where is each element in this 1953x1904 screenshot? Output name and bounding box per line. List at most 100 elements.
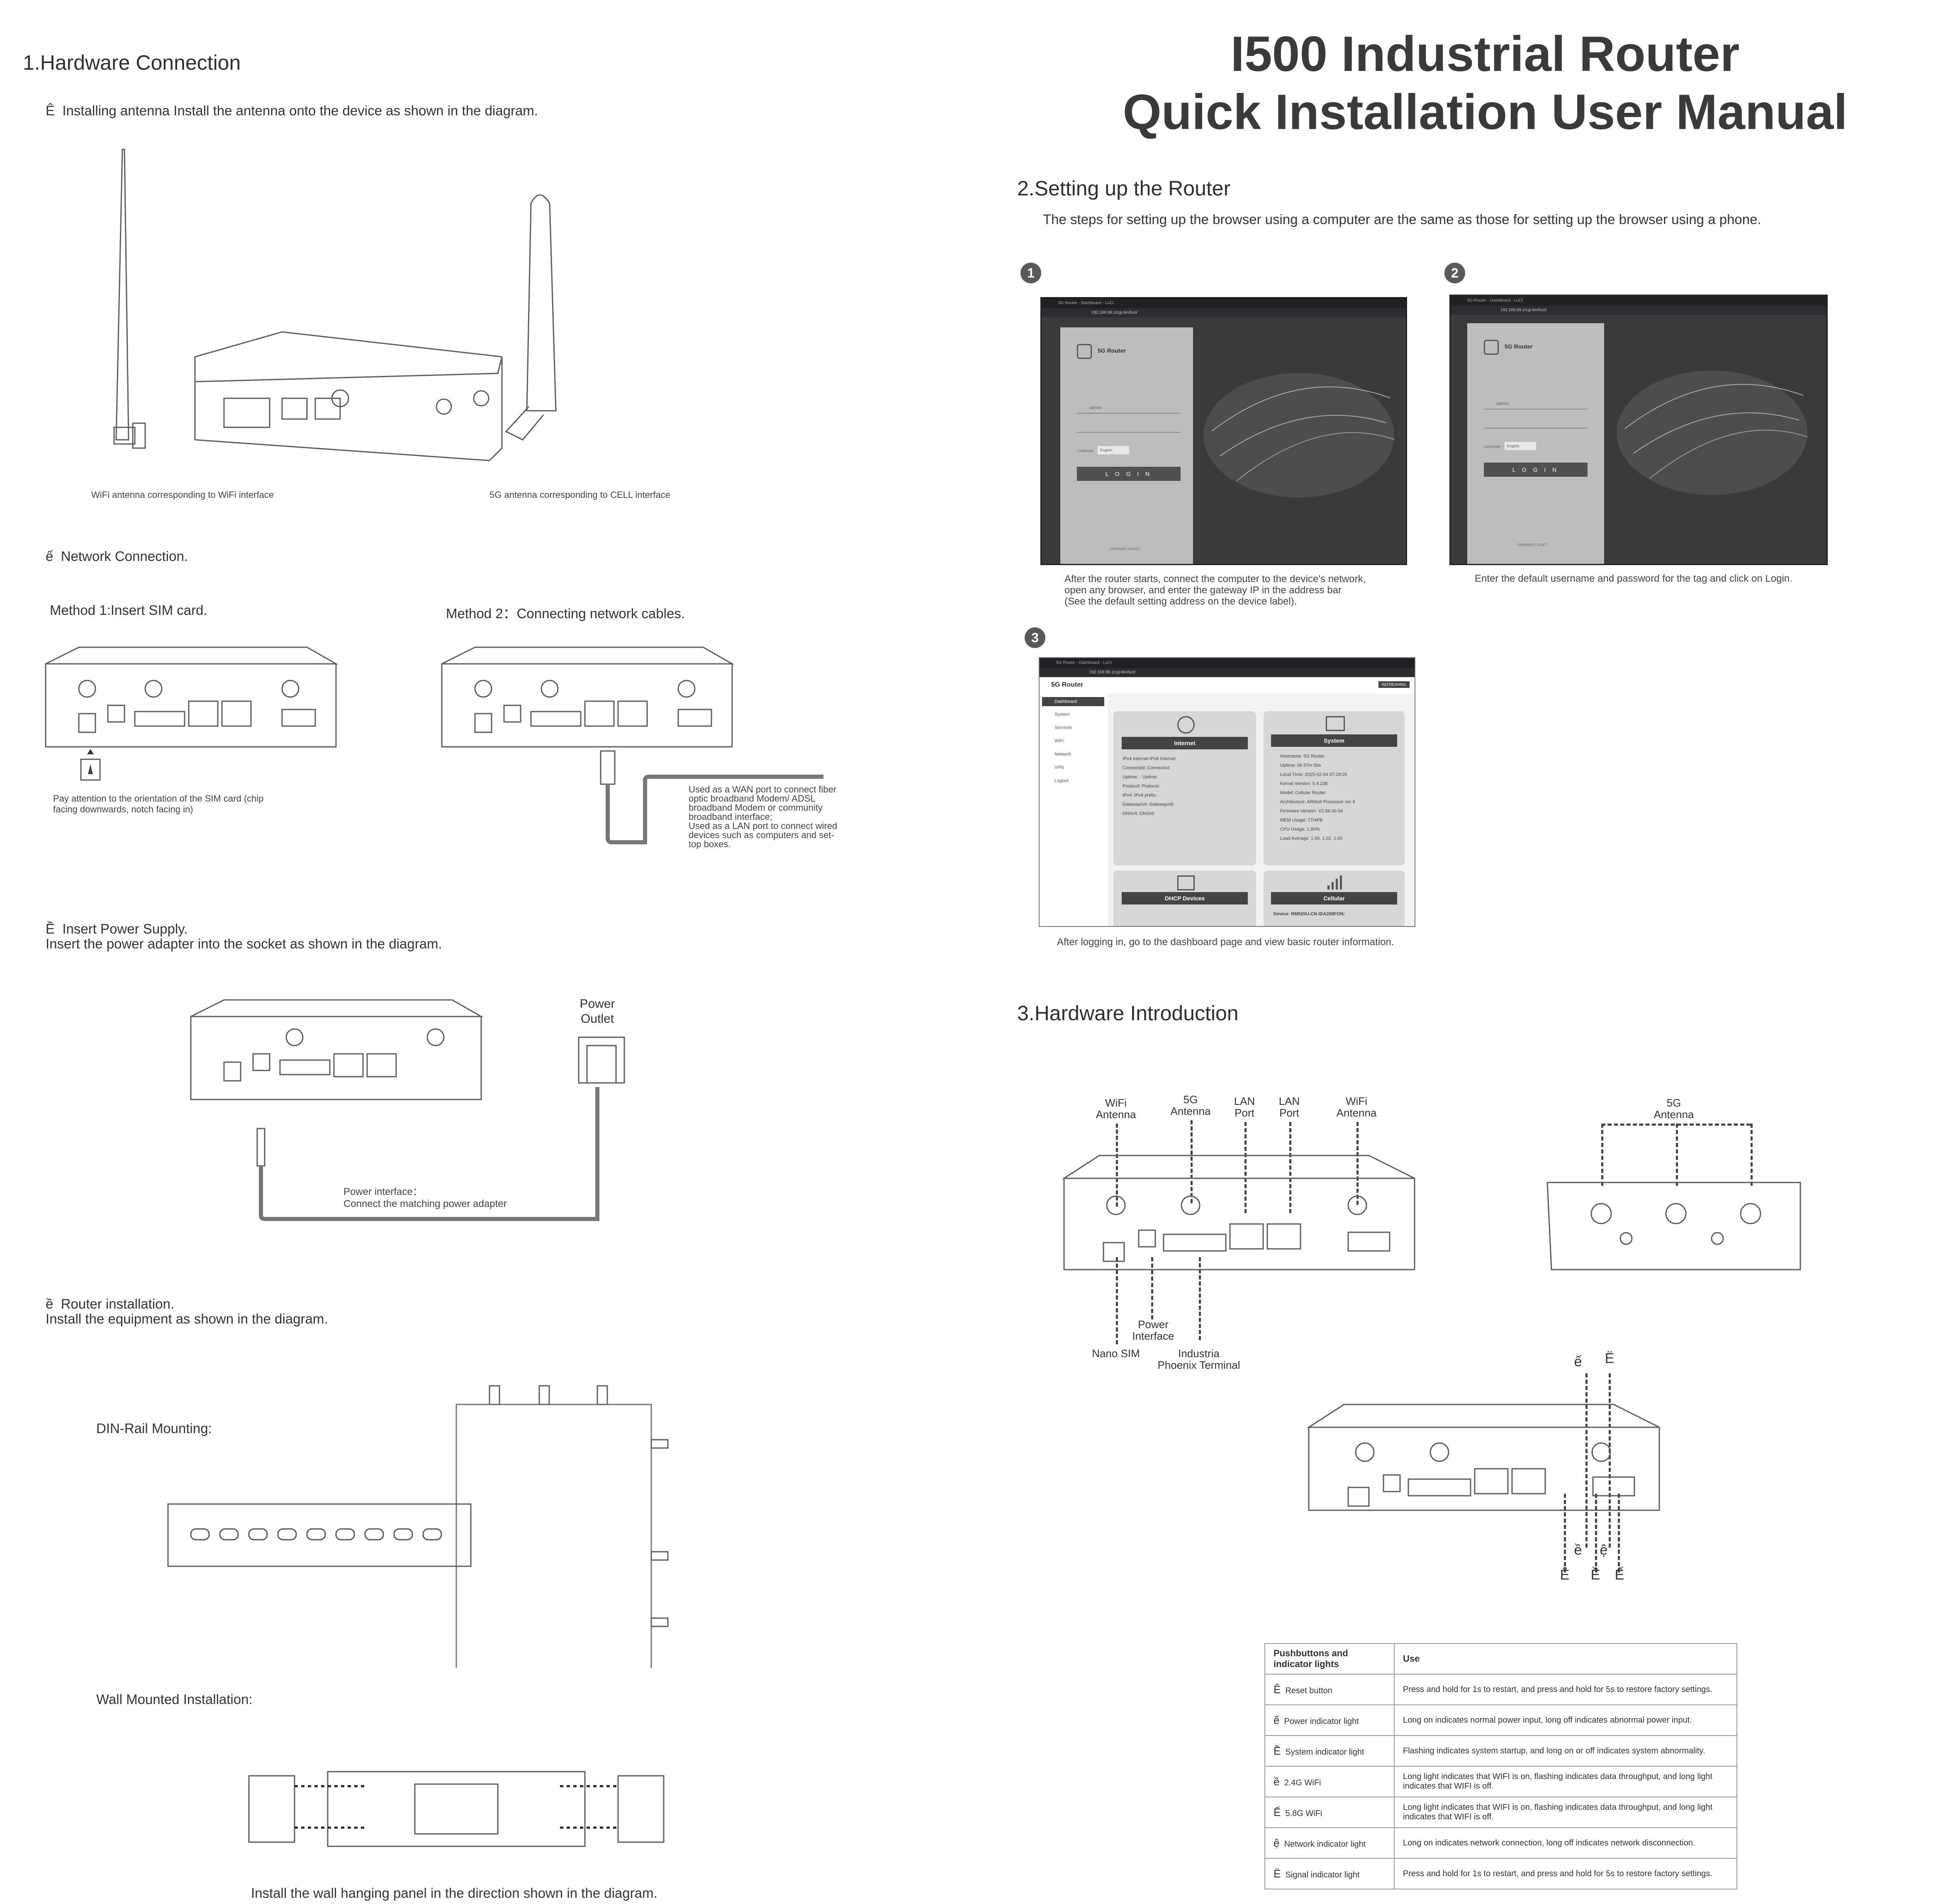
leader-line <box>1601 1124 1603 1186</box>
table-header-row: Pushbuttons and indicator lights Use <box>1264 1643 1737 1675</box>
username-value-2[interactable]: admin <box>1496 401 1509 406</box>
step-4-marker: ề <box>46 1296 54 1312</box>
row-marker: ệ <box>1274 1836 1280 1849</box>
system-card-details: Hostname: 5G Router Uptime: 0h 57m 50s L… <box>1280 752 1355 843</box>
table-row: ế Power indicator light Long on indicate… <box>1264 1704 1737 1736</box>
power-interface-label: Power interface： <box>343 1186 423 1197</box>
system-line: Hostname: 5G Router <box>1280 754 1325 759</box>
login-panel-2: 5G Router admin Language English L O G I… <box>1467 323 1604 564</box>
login-panel: 5G Router admin Language English L O G I… <box>1060 327 1193 564</box>
page-title: I500 Industrial Router Quick Installatio… <box>1087 25 1883 141</box>
refresh-badge[interactable]: REFRESHING <box>1378 681 1410 688</box>
table-cell-name: Ề System indicator light <box>1264 1735 1395 1767</box>
leader-line <box>1564 1494 1566 1572</box>
system-line: Architecture: ARMv8 Processor rev 4 <box>1280 800 1355 805</box>
led-marker-bottom-1: Ê <box>1560 1567 1570 1583</box>
language-select-2[interactable]: English <box>1505 442 1536 450</box>
dashboard-screenshot: 5G Router - Dashboard - LuCI 192.168.99.… <box>1039 657 1415 927</box>
step-3: Ề Insert Power Supply. <box>46 921 188 937</box>
table-row: Ế 5.8G WiFi Long light indicates that WI… <box>1264 1797 1737 1828</box>
login-button[interactable]: L O G I N <box>1077 467 1181 481</box>
menu-network[interactable]: Network <box>1054 752 1071 757</box>
step-3-subtext: Insert the power adapter into the socket… <box>46 936 442 951</box>
browser-address-bar: 192.168.99.1/cgi-bin/luci/ <box>1042 308 1406 317</box>
menu-services[interactable]: Services <box>1054 725 1072 730</box>
table-cell-use: Long light indicates that WIFI is on, fl… <box>1394 1797 1737 1828</box>
system-line: Load Average: 1.00, 1.02, 1.00 <box>1280 836 1343 841</box>
wall-mount-caption: Install the wall hanging panel in the di… <box>251 1885 657 1901</box>
leader-line <box>1199 1257 1201 1340</box>
login-button-2[interactable]: L O G I N <box>1484 463 1588 477</box>
step-3-number: 3 <box>1025 627 1045 648</box>
method-1-label: Method 1:Insert SIM card. <box>50 602 207 618</box>
din-rail-label: DIN-Rail Mounting: <box>96 1421 212 1436</box>
login-screenshot-1: 5G Router - Dashboard - LuCI 192.168.99.… <box>1040 297 1407 565</box>
browser-url-2: 192.168.99.1/cgi-bin/luci/ <box>1500 308 1547 312</box>
menu-dashboard[interactable]: Dashboard <box>1042 697 1104 706</box>
cellular-device-line: Device: RM520U-CN IDA208FON: <box>1274 912 1345 917</box>
section-3-heading: 3.Hardware Introduction <box>1017 1002 1239 1025</box>
system-line: CPU Usage: 1.80% <box>1280 827 1320 832</box>
label-phoenix-terminal: Industria Phoenix Terminal <box>1157 1347 1240 1371</box>
table-cell-name: Ế 5.8G WiFi <box>1264 1797 1395 1828</box>
led-marker-top-1: ế <box>1574 1354 1582 1370</box>
system-line: Firmware Version: V2.86.00.04 <box>1280 809 1343 814</box>
system-line: Kernel Version: 5.4.238 <box>1280 781 1328 786</box>
leader-line <box>1356 1122 1359 1205</box>
table-cell-name: ế Power indicator light <box>1264 1704 1395 1736</box>
dashboard-tab-bar: 5G Router - Dashboard - LuCI <box>1040 658 1415 668</box>
step-1: Ê Installing antenna Install the antenna… <box>46 103 538 119</box>
row-marker: Ë <box>1274 1867 1281 1880</box>
system-card: System Hostname: 5G Router Uptime: 0h 57… <box>1264 711 1405 865</box>
power-supply-diagram <box>190 999 625 1221</box>
login-footer: OPENWRT-CN.NET <box>1110 547 1140 551</box>
language-select[interactable]: English <box>1098 446 1129 454</box>
menu-system[interactable]: System <box>1054 712 1070 717</box>
username-value[interactable]: admin <box>1089 405 1102 410</box>
step-1-caption: After the router starts, connect the com… <box>1064 573 1366 607</box>
step-2-caption: Enter the default username and password … <box>1475 573 1792 584</box>
dashboard-sidebar: Dashboard System Services WiFi Network V… <box>1040 694 1108 926</box>
table-row: ệ Network indicator light Long on indica… <box>1264 1827 1737 1859</box>
led-marker-bottom-3: Ế <box>1615 1567 1624 1583</box>
table-cell-use: Long light indicates that WIFI is on, fl… <box>1394 1766 1737 1797</box>
system-card-title: System <box>1271 734 1397 747</box>
led-marker-bottom-2: Ề <box>1590 1567 1600 1583</box>
internet-line: Uptime: - Uptime: <box>1123 775 1158 780</box>
menu-logout[interactable]: Logout <box>1054 778 1069 783</box>
step-3-marker: Ề <box>46 921 55 936</box>
language-label-2: Language <box>1484 444 1501 449</box>
led-panel-diagram <box>1307 1404 1660 1511</box>
internet-card-title: Internet <box>1122 737 1248 749</box>
login-footer-2: OPENWRT-CN.NET <box>1517 543 1547 547</box>
row-marker: Ề <box>1274 1744 1281 1757</box>
section-1-heading: 1.Hardware Connection <box>23 51 241 74</box>
title-line-2: Quick Installation User Manual <box>1123 84 1848 140</box>
menu-vpn[interactable]: VPN <box>1054 765 1064 770</box>
table-cell-name: Ë Signal indicator light <box>1264 1858 1395 1889</box>
row-marker: ề <box>1274 1775 1280 1788</box>
table-cell-use: Press and hold for 1s to restart, and pr… <box>1394 1674 1737 1705</box>
pushbutton-indicator-table: Pushbuttons and indicator lights Use Ê R… <box>1264 1643 1737 1889</box>
section-2-intro: The steps for setting up the browser usi… <box>1043 212 1761 227</box>
leader-line <box>1595 1494 1597 1572</box>
username-underline-2 <box>1484 409 1588 410</box>
dashboard-tab: 5G Router - Dashboard - LuCI <box>1056 661 1112 665</box>
sim-orientation-note: Pay attention to the orientation of the … <box>53 793 264 814</box>
dashboard-brand: 5G Router <box>1051 681 1084 688</box>
globe-icon <box>1177 716 1195 734</box>
signal-bars-icon <box>1326 875 1342 890</box>
login-screenshot-2: 5G Router - Dashboard - LuCI 192.168.99.… <box>1449 295 1828 565</box>
table-row: Ề System indicator light Flashing indica… <box>1264 1735 1737 1767</box>
led-marker-mid-2: ệ <box>1600 1542 1608 1558</box>
table-cell-use: Press and hold for 1s to restart, and pr… <box>1394 1858 1737 1889</box>
method-2-label: Method 2：Connecting network cables. <box>446 606 685 621</box>
menu-wifi[interactable]: WiFi <box>1054 739 1064 744</box>
browser-tab: 5G Router - Dashboard - LuCI <box>1058 301 1114 305</box>
internet-line: Gateway/v4: Gateway/v6: <box>1123 802 1175 807</box>
password-underline-2[interactable] <box>1484 428 1588 429</box>
front-panel-diagram <box>1062 1155 1415 1270</box>
table-cell-use: Flashing indicates system startup, and l… <box>1394 1735 1737 1767</box>
router-logo-icon <box>1077 344 1092 359</box>
password-underline[interactable] <box>1077 432 1181 433</box>
